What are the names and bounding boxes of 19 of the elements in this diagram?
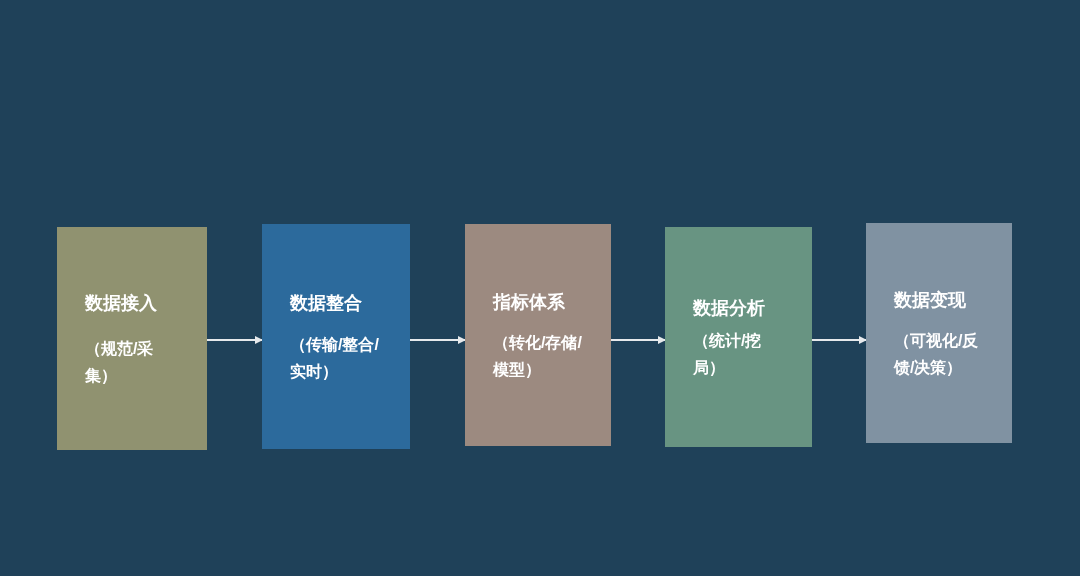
step-title: 数据整合 [290,292,363,315]
process-box [866,223,1012,443]
step-description: （转化/存储/模型） [493,333,583,381]
step-title: 数据变现 [894,288,967,312]
step-description: （可视化/反馈/决策） [894,331,980,379]
process-box [465,224,611,446]
step-description: （传输/整合/实时） [290,334,380,382]
step-title: 数据接入 [85,292,158,315]
arrow [206,336,263,344]
step-description: （规范/采集） [85,338,155,386]
process-box [665,227,812,447]
process-box [57,227,207,450]
step-title: 数据分析 [693,296,766,320]
arrow [811,336,867,344]
arrow [610,336,666,344]
step-description: （统计/挖局） [693,331,763,379]
arrow [409,336,466,344]
process-box [262,224,410,449]
step-title: 指标体系 [493,290,566,314]
